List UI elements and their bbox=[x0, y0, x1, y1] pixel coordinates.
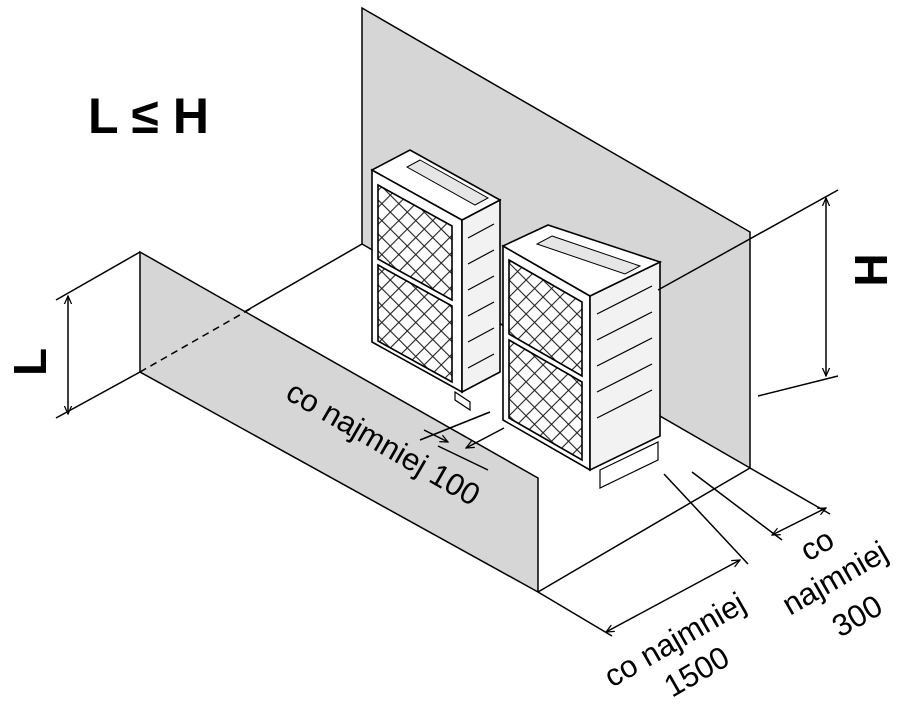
height-dimension bbox=[657, 189, 839, 397]
outdoor-unit-right bbox=[501, 224, 663, 489]
wall-dimension bbox=[55, 251, 141, 419]
side-clearance-dimension bbox=[691, 467, 831, 541]
wall-label: L bbox=[4, 348, 56, 376]
fan-grille-upper-right bbox=[508, 258, 583, 378]
gap-dimension bbox=[419, 411, 505, 471]
height-label: H bbox=[845, 253, 897, 286]
front-clearance-label: co najmniej 1500 bbox=[598, 585, 751, 704]
outdoor-unit-left bbox=[370, 149, 502, 412]
fan-grille-lower-right bbox=[508, 338, 583, 462]
fan-grille-upper-left bbox=[377, 183, 453, 302]
formula-label: L ≤ H bbox=[88, 88, 209, 144]
front-clearance-dimension bbox=[537, 473, 749, 637]
fan-grille-lower-left bbox=[377, 263, 453, 384]
side-clearance-label: co najmniej 300 bbox=[776, 521, 893, 644]
